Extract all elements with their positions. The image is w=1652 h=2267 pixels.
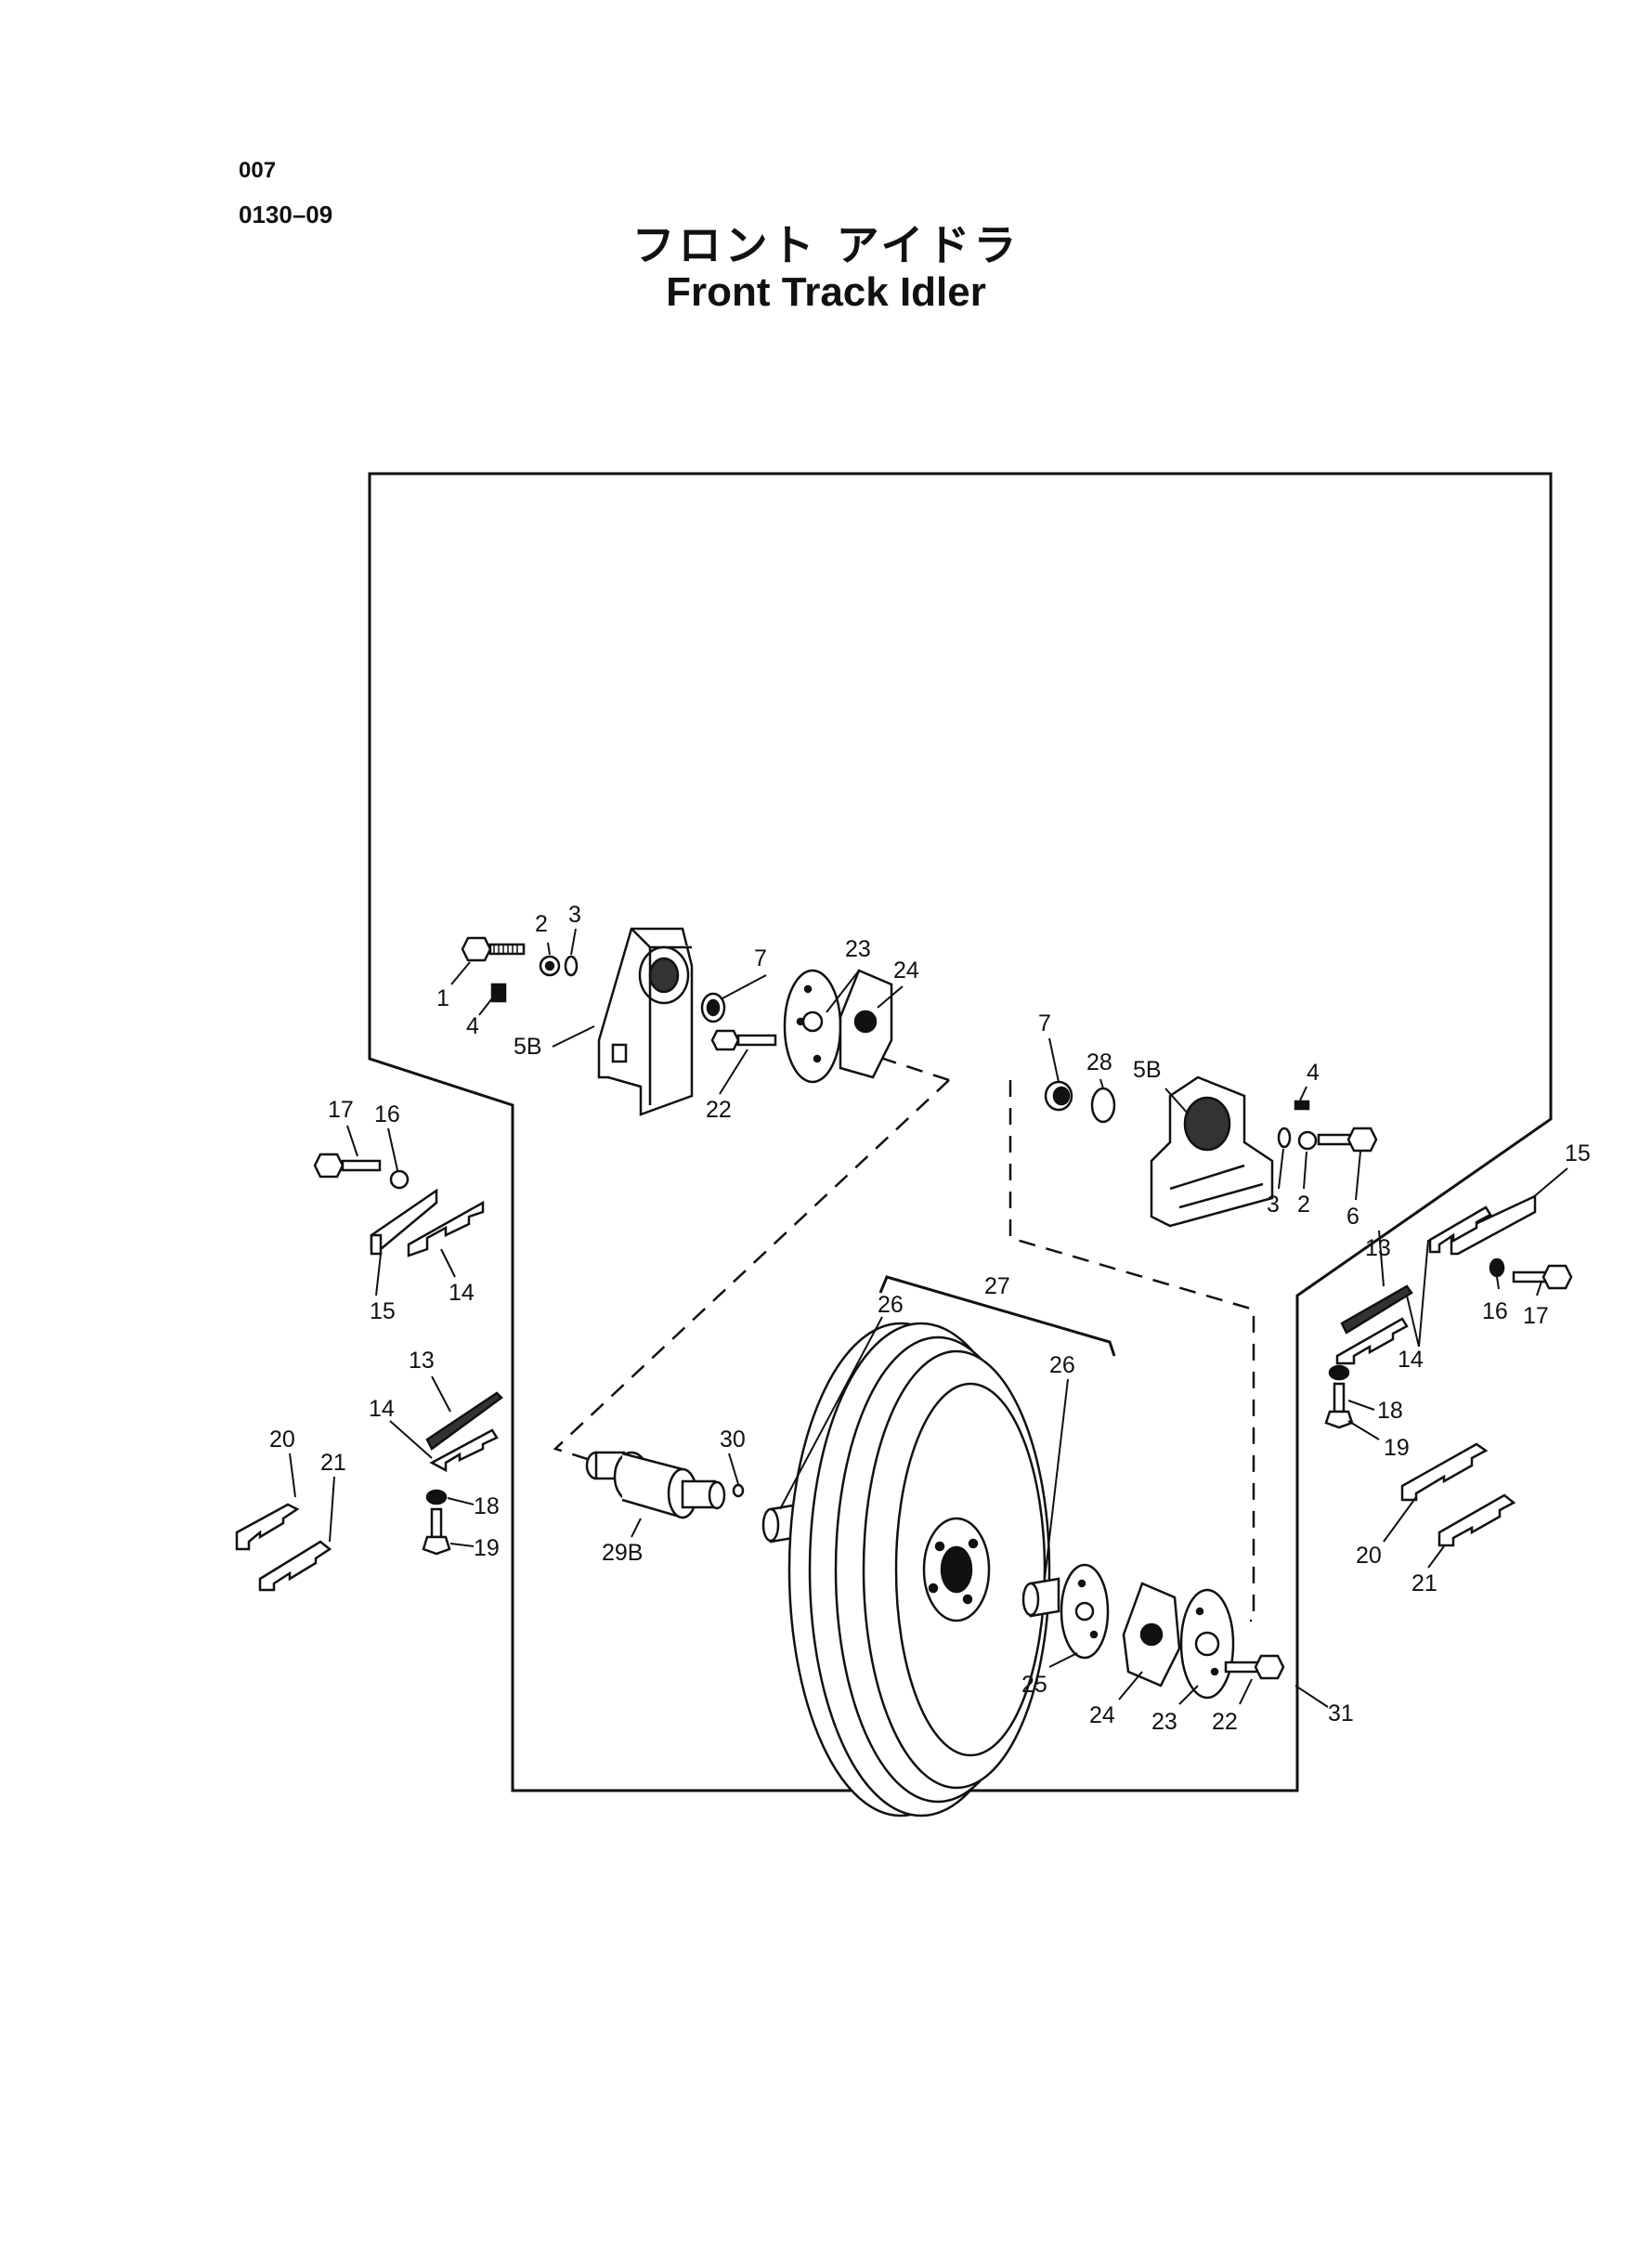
callout-25: 25 bbox=[1021, 1672, 1047, 1698]
bolt-19-right bbox=[1324, 1382, 1354, 1429]
callout-23-lower: 23 bbox=[1151, 1709, 1177, 1735]
callout-23-upper: 23 bbox=[845, 936, 871, 962]
washer-2-right bbox=[1297, 1130, 1318, 1151]
callout-15-right: 15 bbox=[1565, 1140, 1591, 1166]
callout-5b-left: 5B bbox=[514, 1034, 542, 1060]
plate-23-lower bbox=[1179, 1588, 1235, 1700]
callout-7-left: 7 bbox=[754, 945, 767, 971]
callout-26-left: 26 bbox=[878, 1292, 904, 1318]
callout-20-left: 20 bbox=[269, 1427, 295, 1453]
callout-2: 2 bbox=[535, 911, 548, 937]
idler-wheel bbox=[787, 1322, 1051, 1818]
ring-30 bbox=[732, 1483, 745, 1498]
callout-28: 28 bbox=[1086, 1049, 1112, 1075]
shim-14-right-lower bbox=[1335, 1317, 1409, 1365]
bolt-19-left bbox=[422, 1507, 451, 1556]
section-code: 0130–09 bbox=[239, 201, 333, 228]
callout-18-left: 18 bbox=[474, 1493, 500, 1519]
callout-1: 1 bbox=[436, 985, 449, 1011]
set-screw-4 bbox=[490, 983, 507, 1003]
washer-16-right bbox=[1489, 1257, 1505, 1278]
title-japanese: フロント アイドラ bbox=[631, 220, 1021, 270]
plate-21-right bbox=[1437, 1493, 1516, 1547]
cover-24-upper bbox=[839, 969, 893, 1079]
callout-26-right: 26 bbox=[1049, 1352, 1075, 1378]
bearing-housing-5b-left bbox=[597, 927, 694, 1116]
callout-31: 31 bbox=[1328, 1700, 1354, 1726]
plate-13-left bbox=[425, 1391, 503, 1451]
callout-17-left: 17 bbox=[328, 1097, 354, 1123]
callout-5b-right: 5B bbox=[1133, 1057, 1162, 1083]
plate-13-right bbox=[1340, 1284, 1413, 1335]
assembly-frame bbox=[368, 472, 1553, 1792]
page-number: 007 bbox=[239, 158, 277, 183]
callout-7-right: 7 bbox=[1038, 1010, 1051, 1036]
bracket-27 bbox=[878, 1275, 1116, 1357]
shim-14-right bbox=[1428, 1205, 1492, 1254]
washer-18-right bbox=[1328, 1364, 1350, 1381]
cover-24-lower bbox=[1122, 1582, 1181, 1687]
guard-plate-15-left bbox=[370, 1188, 438, 1256]
seal-7-left bbox=[700, 992, 726, 1023]
bushing-26-right bbox=[1021, 1577, 1060, 1618]
callout-16-left: 16 bbox=[374, 1101, 400, 1127]
bolt-17-right bbox=[1512, 1264, 1573, 1290]
callout-24-lower: 24 bbox=[1089, 1702, 1115, 1728]
callout-2-right: 2 bbox=[1297, 1192, 1310, 1218]
bearing-housing-5b-right bbox=[1150, 1075, 1274, 1228]
callout-29b: 29B bbox=[602, 1540, 643, 1566]
callout-30: 30 bbox=[720, 1427, 746, 1453]
seal-7-right bbox=[1044, 1080, 1073, 1112]
plate-20-right bbox=[1400, 1442, 1489, 1502]
shaft-29b bbox=[585, 1451, 726, 1519]
callout-14-right: 14 bbox=[1398, 1347, 1424, 1373]
callout-20-right: 20 bbox=[1356, 1543, 1382, 1569]
callout-24-upper: 24 bbox=[893, 958, 919, 984]
washer-16-left bbox=[389, 1169, 410, 1190]
callout-14-left: 14 bbox=[449, 1280, 475, 1306]
callout-16-right: 16 bbox=[1482, 1298, 1508, 1324]
washer-18-left bbox=[425, 1489, 448, 1505]
bolt-22-lower bbox=[1224, 1654, 1285, 1680]
shim-14-left-lower bbox=[429, 1428, 499, 1473]
guard-plate-15-right bbox=[1450, 1194, 1537, 1256]
plate-21-left bbox=[258, 1540, 332, 1592]
callout-13-left: 13 bbox=[409, 1348, 435, 1374]
shim-14-left bbox=[407, 1200, 485, 1257]
callout-21-right: 21 bbox=[1411, 1570, 1437, 1596]
callout-19-left: 19 bbox=[474, 1535, 500, 1561]
assembly-line-left bbox=[553, 1050, 950, 1464]
oring-28 bbox=[1090, 1087, 1116, 1124]
oring-3 bbox=[564, 955, 579, 977]
bolt-17-left bbox=[313, 1153, 382, 1179]
callout-3-right: 3 bbox=[1267, 1192, 1280, 1218]
title-english: Front Track Idler bbox=[666, 269, 986, 315]
callout-15-left: 15 bbox=[370, 1298, 396, 1324]
bolt-22-upper bbox=[710, 1029, 777, 1051]
callout-14-left-lower: 14 bbox=[369, 1396, 395, 1422]
plate-23-upper bbox=[783, 969, 842, 1084]
callout-4: 4 bbox=[466, 1013, 479, 1039]
callout-13-right: 13 bbox=[1365, 1235, 1391, 1261]
callout-3: 3 bbox=[568, 902, 581, 928]
set-screw-4-right bbox=[1294, 1100, 1310, 1111]
callout-18-right: 18 bbox=[1377, 1398, 1403, 1424]
bolt-1 bbox=[461, 936, 526, 962]
callout-4-right: 4 bbox=[1307, 1060, 1320, 1086]
bolt-6 bbox=[1317, 1127, 1378, 1153]
callout-17-right: 17 bbox=[1523, 1303, 1549, 1329]
callout-21-left: 21 bbox=[320, 1450, 346, 1476]
callout-27: 27 bbox=[984, 1273, 1010, 1299]
callout-19-right: 19 bbox=[1384, 1435, 1410, 1461]
callout-22-upper: 22 bbox=[706, 1097, 732, 1123]
callout-22-lower: 22 bbox=[1212, 1709, 1238, 1735]
callout-6: 6 bbox=[1346, 1204, 1359, 1230]
oring-3-right bbox=[1277, 1127, 1292, 1149]
plate-20-left bbox=[235, 1503, 300, 1551]
plate-25 bbox=[1060, 1563, 1110, 1660]
